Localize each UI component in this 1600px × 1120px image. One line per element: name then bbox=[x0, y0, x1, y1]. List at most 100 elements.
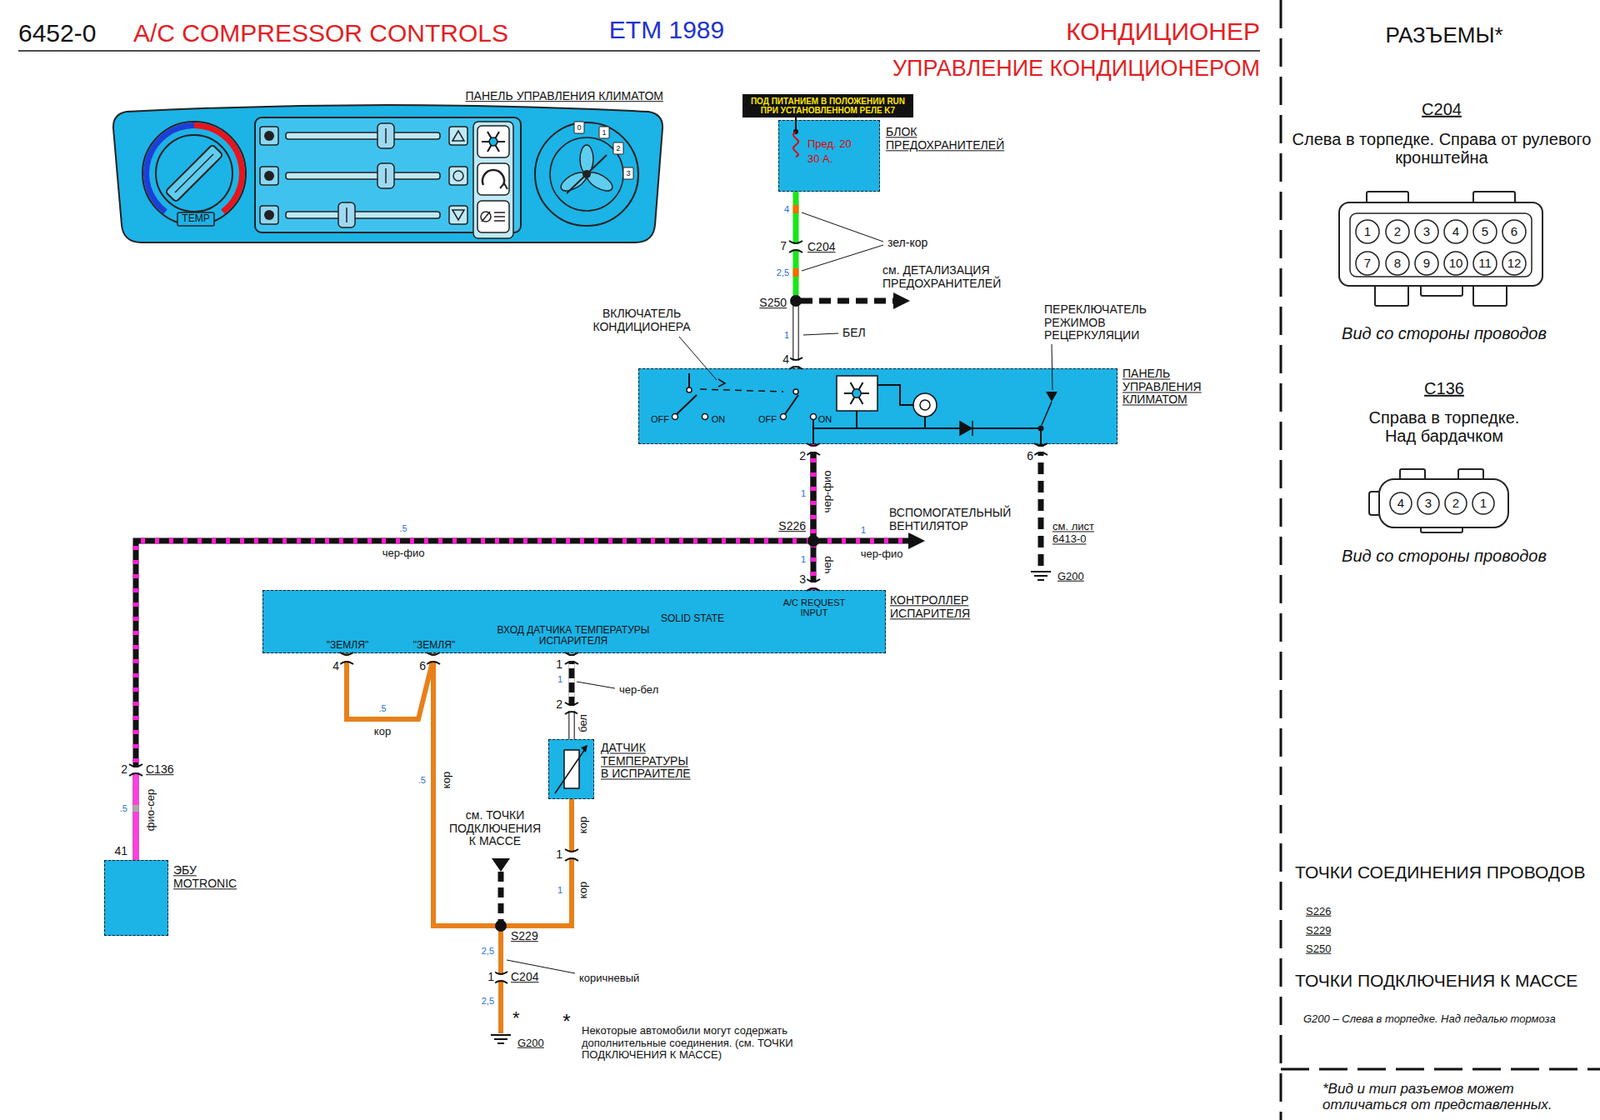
switch-contact bbox=[780, 414, 787, 420]
wire-connector bbox=[135, 444, 814, 860]
connector-gap bbox=[790, 244, 801, 250]
node-text: 5 bbox=[1481, 225, 1489, 240]
node-text: 7 bbox=[1364, 256, 1371, 271]
annotation-text: чер-фио bbox=[821, 470, 835, 515]
annotation-text: 41 bbox=[113, 845, 129, 859]
pink-wire bbox=[133, 770, 140, 860]
panel-wire bbox=[924, 416, 926, 429]
temp-knob bbox=[155, 135, 233, 212]
node-text: SOLID STATE bbox=[660, 613, 725, 625]
climate-panel-illustration: ПАНЕЛЬ УПРАВЛЕНИЯ КЛИМАТОМTEMP0123 bbox=[112, 107, 664, 243]
thermistor-symbol bbox=[555, 746, 587, 794]
connector-housing bbox=[1339, 202, 1543, 286]
annotation-text: 4 bbox=[783, 204, 790, 215]
splice-dot bbox=[807, 535, 820, 547]
evaporator-controller: КОНТРОЛЛЕР ИСПАРИТЕЛЯSOLID STATEA/C REQU… bbox=[262, 590, 886, 654]
annotation-text: 1 bbox=[486, 970, 495, 985]
fan-pointer bbox=[566, 155, 607, 194]
button bbox=[449, 205, 468, 225]
pin-socket bbox=[1415, 251, 1439, 275]
node-text: 3 bbox=[625, 169, 630, 178]
slider-track bbox=[285, 132, 440, 140]
annotation-text: S250 bbox=[1305, 943, 1332, 956]
node-text: ЭБУ MOTRONIC bbox=[173, 864, 253, 890]
pin-socket bbox=[1473, 251, 1497, 275]
mechanical-link bbox=[700, 389, 784, 392]
annotation-text: C136 bbox=[1423, 379, 1465, 398]
connector-c136: 4321 bbox=[1369, 469, 1514, 533]
node-text: 6 bbox=[1510, 225, 1518, 240]
annotation-text: * bbox=[561, 1010, 571, 1034]
switch-contact bbox=[702, 414, 709, 420]
recirc-icon bbox=[500, 183, 508, 190]
wire-dashed bbox=[1038, 444, 1045, 570]
wire-connector bbox=[569, 653, 575, 740]
button-dot bbox=[264, 130, 275, 141]
page-divider bbox=[1280, 1068, 1600, 1071]
connector-housing bbox=[1350, 213, 1532, 277]
ground-symbol bbox=[490, 1035, 511, 1044]
annotation-text: Некоторые автомобили могут содержать доп… bbox=[580, 1025, 850, 1062]
node-text: 2 bbox=[1394, 225, 1401, 240]
button-dot bbox=[264, 210, 275, 220]
leader-line bbox=[576, 681, 615, 689]
connector-symbol bbox=[789, 357, 803, 370]
button bbox=[260, 166, 279, 185]
pin-socket bbox=[1473, 220, 1497, 244]
wire bbox=[433, 653, 572, 926]
leader-line bbox=[679, 336, 717, 380]
ac-button bbox=[477, 125, 510, 158]
connector-symbol bbox=[565, 652, 579, 665]
node-text: 12 bbox=[1507, 256, 1522, 271]
connector-gap bbox=[566, 655, 577, 661]
fan-step-tag bbox=[613, 142, 624, 155]
switch-contact bbox=[686, 387, 692, 393]
annotation-text: *Вид и тип разъемов может отличаться от … bbox=[1321, 1080, 1590, 1113]
annotation-text: см. ТОЧКИ ПОДКЛЮЧЕНИЯ К МАССЕ bbox=[446, 809, 545, 849]
annotation-text: S250 bbox=[758, 296, 788, 310]
snowflake-icon bbox=[852, 389, 862, 399]
diode-symbol bbox=[960, 420, 973, 436]
switch-lever bbox=[785, 395, 799, 415]
annotation-text: C136 bbox=[145, 763, 175, 777]
mode-buttons bbox=[473, 121, 514, 239]
connector-gap bbox=[130, 767, 141, 773]
annotation-text: 1 bbox=[800, 488, 807, 499]
knob-grip bbox=[165, 144, 223, 202]
connector-symbol bbox=[565, 849, 579, 861]
connector-symbol bbox=[806, 579, 820, 591]
snowflake-icon bbox=[481, 131, 505, 152]
slider-knob bbox=[377, 163, 395, 189]
annotation-text: Вид со стороны проводов bbox=[1340, 324, 1548, 343]
annotation-text: 1 bbox=[555, 848, 564, 862]
annotation-text: 6 bbox=[418, 660, 427, 674]
node-text: 30 А. bbox=[807, 153, 833, 166]
node-text: OFF bbox=[758, 414, 777, 425]
annotation-text: G200 bbox=[516, 1037, 545, 1050]
annotation-text: Вид со стороны проводов bbox=[1340, 546, 1548, 565]
annotation-text: коричневый bbox=[578, 972, 640, 985]
annotation-text: кор bbox=[577, 880, 590, 900]
node-text: "ЗЕМЛЯ" bbox=[413, 640, 455, 651]
button bbox=[260, 205, 279, 225]
annotation-text: чер-бел bbox=[618, 684, 660, 697]
pin-socket bbox=[1502, 220, 1526, 244]
pin-socket bbox=[1444, 220, 1468, 244]
connector-symbol bbox=[494, 971, 508, 984]
fan-knob bbox=[550, 137, 624, 211]
switch-contact bbox=[672, 414, 679, 420]
annotation-text: ВСПОМОГАТЕЛЬНЫЙ ВЕНТИЛЯТОР bbox=[888, 506, 1032, 533]
defrost-button bbox=[477, 200, 510, 233]
annotation-text: РАЗЪЕМЫ* bbox=[1384, 23, 1504, 48]
wire-dashed bbox=[800, 298, 894, 305]
connector-gap bbox=[428, 655, 439, 661]
connector-symbol bbox=[129, 764, 143, 776]
node-text: 1 bbox=[1480, 496, 1487, 511]
annotation-text: C204 bbox=[510, 970, 540, 985]
node-text: ПАНЕЛЬ УПРАВЛЕНИЯ КЛИМАТОМ bbox=[1122, 367, 1215, 407]
node-text: БЛОК ПРЕДОХРАНИТЕЛЕЙ bbox=[885, 125, 999, 152]
annotation-text: 2,5 bbox=[480, 945, 495, 956]
annotation-text: Справа в торпедке. Над бардачком bbox=[1354, 408, 1535, 446]
fan-step-tag bbox=[599, 126, 610, 139]
annotation-text: S226 bbox=[1305, 905, 1332, 919]
